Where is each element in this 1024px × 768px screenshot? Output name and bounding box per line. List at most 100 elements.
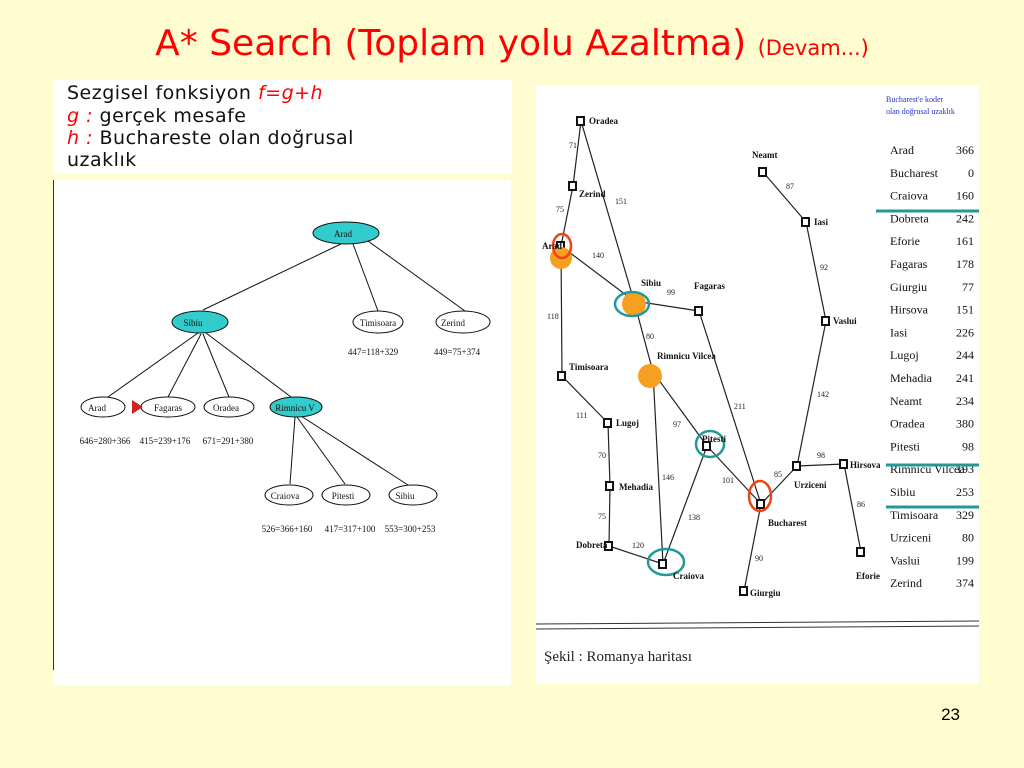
table-value-2: 160 (956, 189, 974, 203)
distance-pitesti-bucharest: 101 (722, 476, 734, 485)
distance-arad-sibiu: 140 (592, 251, 604, 260)
heuristic-line-4: uzaklık (67, 149, 137, 171)
table-value-8: 226 (956, 325, 974, 339)
table-value-19: 374 (956, 576, 974, 590)
edge-arad-sibiu (202, 242, 344, 311)
table-value-16: 329 (956, 508, 974, 522)
table-city-4: Eforie (890, 234, 920, 248)
city-marker-bucharest (756, 499, 765, 509)
city-label-iasi: Iasi (814, 217, 829, 227)
city-marker-mehadia (605, 481, 614, 491)
table-value-5: 178 (956, 257, 974, 271)
table-value-12: 380 (956, 417, 974, 431)
city-label-hirsova: Hirsova (850, 460, 881, 470)
distance-urziceni-hirsova: 98 (817, 451, 825, 460)
visited-dot-rimnicu (638, 364, 662, 388)
tree-node-craiova-label: Craiova (271, 491, 300, 501)
tree-node-sibiu-2 (388, 484, 438, 506)
city-label-oradea: Oradea (589, 116, 618, 126)
city-marker-pitesti (702, 441, 711, 451)
city-marker-timisoara (557, 371, 566, 381)
tree-cost-oradea: 671=291+380 (203, 436, 254, 446)
tree-node-pitesti-label: Pitesti (332, 491, 355, 501)
table-value-3: 242 (956, 211, 974, 225)
table-city-3: Dobreta (890, 211, 929, 225)
distance-oradea-sibiu: 151 (615, 197, 627, 206)
city-label-mehadia: Mehadia (619, 482, 654, 492)
tree-node-timisoara-label: Timisoara (360, 318, 396, 328)
tree-node-arad-2-label: Arad (88, 403, 106, 413)
edge-rimnicu-sibiu (300, 415, 409, 486)
road-dobreta-craiova (608, 545, 664, 565)
distance-vaslui-iasi: 92 (820, 263, 828, 272)
visited-dot-sibiu (622, 292, 646, 316)
caption-rule-2 (535, 625, 980, 630)
table-city-18: Vaslui (890, 553, 921, 567)
tree-node-timisoara (352, 310, 404, 334)
h-description: Buchareste olan doğrusal (92, 127, 354, 149)
city-marker-hirsova (839, 459, 848, 469)
distance-rimnicu-craiova: 146 (662, 473, 674, 482)
title-subtitle: (Devam...) (757, 36, 869, 60)
distance-labels: 71 75 151 140 118 99 80 111 70 75 120 97… (547, 141, 865, 563)
romania-map-panel: Oradea Zerind Arad Sibiu Fagaras Timisoa… (535, 86, 980, 684)
edge-rimnicu-craiova (289, 416, 296, 485)
heuristic-line-1: Sezgisel fonksiyon f=g+h (67, 82, 323, 104)
search-tree-panel: Arad Sibiu Timisoara 447=118+329 Zerind … (53, 180, 511, 685)
city-label-lugoj: Lugoj (616, 418, 639, 428)
distance-oradea-zerind: 71 (569, 141, 577, 150)
road-iasi-neamt (762, 171, 807, 223)
distance-lugoj-mehadia: 70 (598, 451, 606, 460)
table-city-6: Giurgiu (890, 280, 927, 294)
city-label-dobreta: Dobreta (576, 540, 608, 550)
table-city-5: Fagaras (890, 257, 928, 271)
table-city-17: Urziceni (890, 531, 932, 545)
goal-ring-bucharest (747, 479, 773, 513)
tree-node-sibiu (171, 310, 229, 334)
city-marker-craiova (658, 559, 667, 569)
road-oradea-zerind (572, 120, 582, 187)
map-roads (560, 120, 862, 592)
tree-cost-timisoara: 447=118+329 (348, 347, 399, 357)
h-description-cont: uzaklık (67, 149, 137, 171)
city-marker-eforie (856, 547, 865, 557)
tree-node-fagaras-label: Fagaras (154, 403, 182, 413)
selected-arrow-icon (132, 400, 143, 414)
table-value-10: 241 (956, 371, 974, 385)
distance-zerind-arad: 75 (556, 205, 564, 214)
city-label-sibiu: Sibiu (641, 278, 661, 288)
g-description: gerçek mesafe (93, 105, 247, 127)
table-title-line-2: olan doğrusal uzaklık (886, 107, 955, 116)
city-labels: Oradea Zerind Arad Sibiu Fagaras Timisoa… (542, 116, 881, 598)
page-number: 23 (941, 705, 960, 724)
table-value-18: 199 (956, 553, 974, 567)
city-label-bucharest: Bucharest (768, 518, 807, 528)
road-urziceni-vaslui (796, 320, 827, 467)
city-label-giurgiu: Giurgiu (750, 588, 781, 598)
distance-urziceni-vaslui: 142 (817, 390, 829, 399)
tree-cost-craiova: 526=366+160 (262, 524, 313, 534)
city-label-fagaras: Fagaras (694, 281, 725, 291)
edge-rimnicu-pitesti (296, 416, 346, 485)
slide-title: A* Search (Toplam yolu Azaltma) (Devam..… (0, 22, 1024, 70)
table-city-13: Pitesti (890, 439, 921, 453)
distance-sibiu-fagaras: 99 (667, 288, 675, 297)
title-main: A* Search (Toplam yolu Azaltma) (155, 23, 747, 64)
edge-arad-timisoara (352, 243, 379, 312)
table-city-8: Iasi (890, 325, 908, 339)
tree-cost-sibiu-2: 553=300+253 (385, 524, 436, 534)
road-zerind-arad (560, 185, 574, 247)
tree-node-zerind-label: Zerind (441, 318, 465, 328)
table-value-17: 80 (962, 531, 974, 545)
frontier-ring-craiova (646, 547, 686, 577)
map-caption: Şekil : Romanya haritası (544, 649, 692, 665)
road-arad-sibiu (560, 245, 635, 302)
road-pitesti-bucharest (706, 445, 762, 505)
table-value-11: 234 (956, 394, 974, 408)
table-value-9: 244 (956, 348, 974, 362)
city-label-urziceni: Urziceni (794, 480, 827, 490)
table-value-7: 151 (956, 303, 974, 317)
tree-cost-arad-2: 646=280+366 (80, 436, 131, 446)
distance-bucharest-urziceni: 85 (774, 470, 782, 479)
